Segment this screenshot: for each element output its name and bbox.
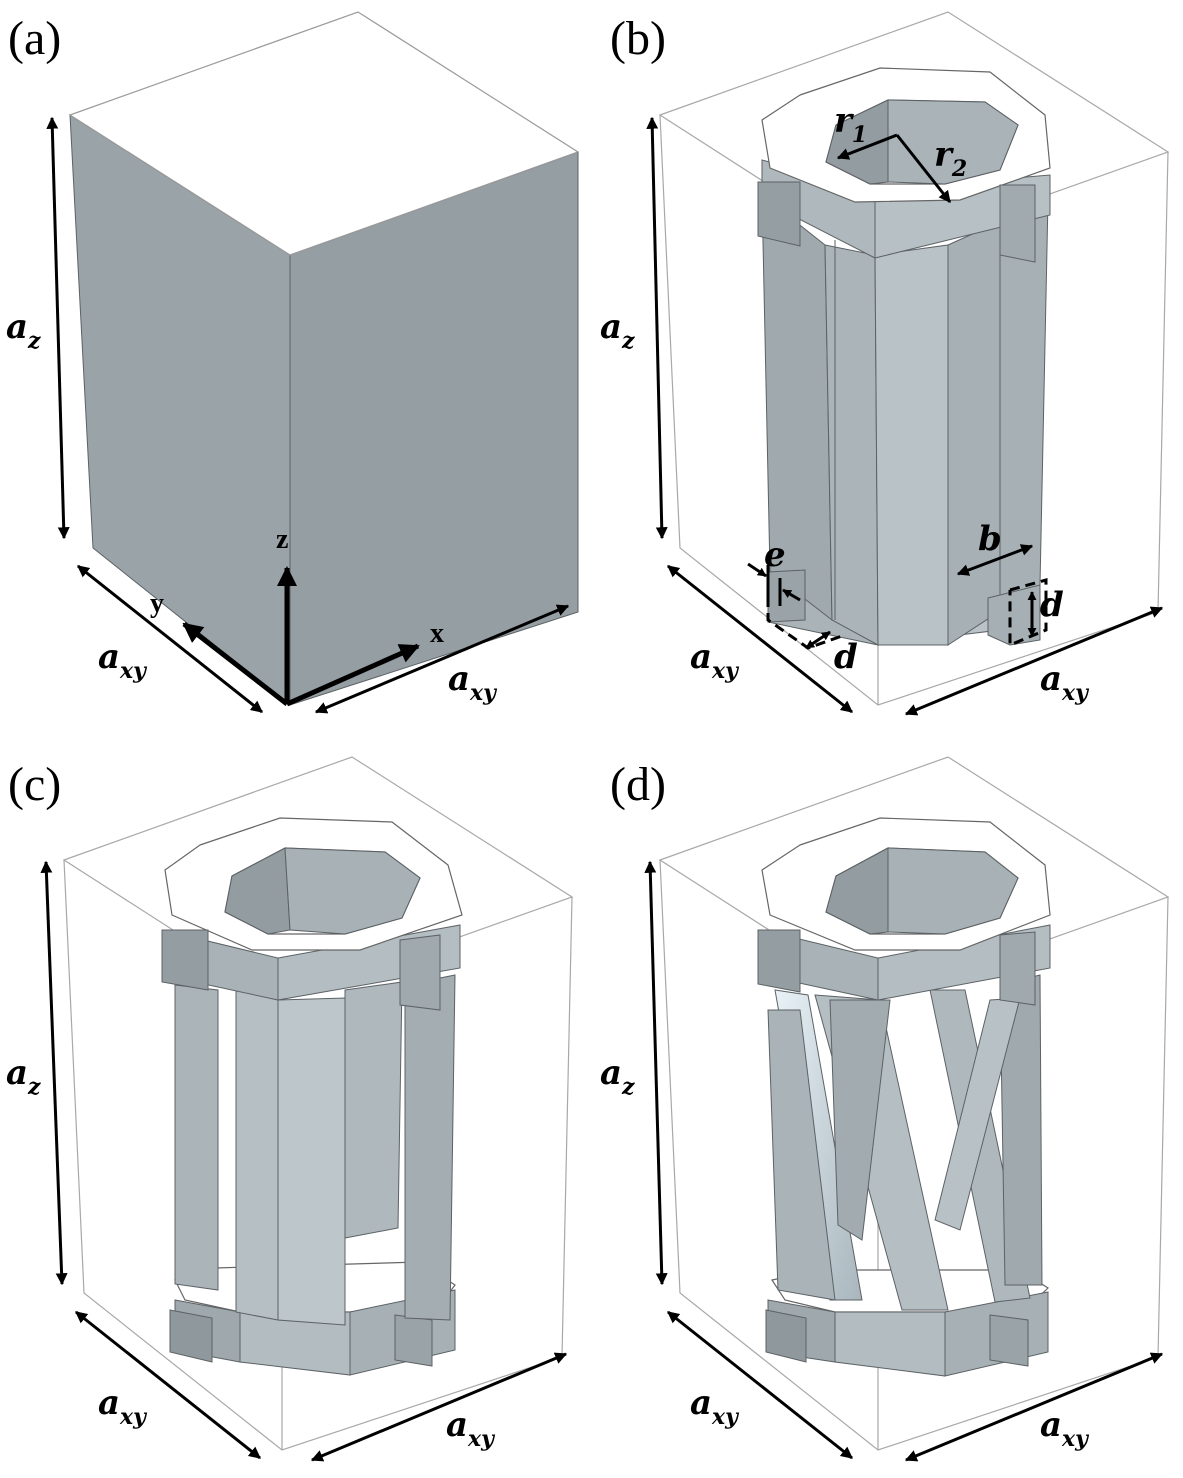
twisted-strut [829,999,891,1241]
b-arrow [956,544,1034,576]
r1-label: r1 [834,101,867,148]
octagonal-tube-b [757,67,1051,646]
panel-a: (a) az axy axy z y x [6,11,580,714]
strut [344,981,403,1239]
axy-arrow-right [904,1352,1164,1462]
axy-arrow-left [77,564,263,714]
az-label: az [6,307,41,354]
tube-face-center-left [824,244,879,646]
axy-label-right: axy [448,659,498,706]
tube-face-center-right [874,244,949,646]
r2-label: r2 [934,135,967,182]
b-label: b [978,519,1002,559]
az-arrow [646,116,668,540]
twisted-strut-cage-d [757,817,1051,1377]
panel-a-label: (a) [8,12,61,65]
e-label: e [764,535,786,575]
r2-arrow [895,134,952,203]
strut [277,997,346,1326]
tube-face-right [947,199,1049,646]
panel-d-label: (d) [610,758,666,811]
az-arrow [46,116,70,540]
twisted-strut [767,1009,836,1301]
tab [161,929,209,991]
tab [169,1309,213,1363]
d-label-left: d [834,637,858,677]
x-axis-label: x [430,618,444,649]
az-label: az [6,1053,41,1100]
axy-arrow-right [310,1352,568,1462]
az-arrow [644,860,668,1286]
axy-label-right: axy [1040,1405,1090,1452]
axy-label-right: axy [1040,659,1090,706]
tab [999,931,1036,1006]
axy-arrow-right [904,606,1164,716]
tab [765,1309,807,1363]
tab [757,181,801,247]
axy-arrow-left [667,564,853,714]
y-axis-label: y [150,588,164,619]
tab [999,184,1036,263]
panel-c: (c) [6,756,574,1462]
strut [235,989,279,1321]
az-label: az [600,307,635,354]
strut [174,984,219,1291]
block-top-face [68,11,580,256]
coordinate-axes: z y x [150,524,444,707]
z-axis-label: z [276,524,288,555]
axy-arrow-right [314,604,570,714]
axy-label-left: axy [690,1383,740,1430]
az-arrow [40,860,68,1286]
panel-c-label: (c) [8,758,61,811]
tab [767,569,806,623]
panel-b-label: (b) [610,12,666,65]
strut-cage-c [161,817,463,1376]
x-axis [285,643,420,707]
axy-label-left: axy [98,637,148,684]
strut [404,974,456,1321]
r1-arrow [836,133,898,160]
tab [399,934,441,1011]
panel-b: (b) [600,11,1170,716]
az-label: az [600,1053,635,1100]
y-axis [182,622,289,706]
axy-label-right: axy [446,1405,496,1452]
d-label-right: d [1040,585,1064,625]
tab [757,929,801,993]
tab [394,1314,433,1367]
axy-label-left: axy [690,637,740,684]
tab [989,1314,1029,1367]
axy-label-left: axy [98,1383,148,1430]
axy-arrow-left [667,1310,853,1460]
axy-arrow-left [75,1310,261,1460]
solid-block [68,11,580,707]
panel-d: (d) [600,756,1170,1462]
